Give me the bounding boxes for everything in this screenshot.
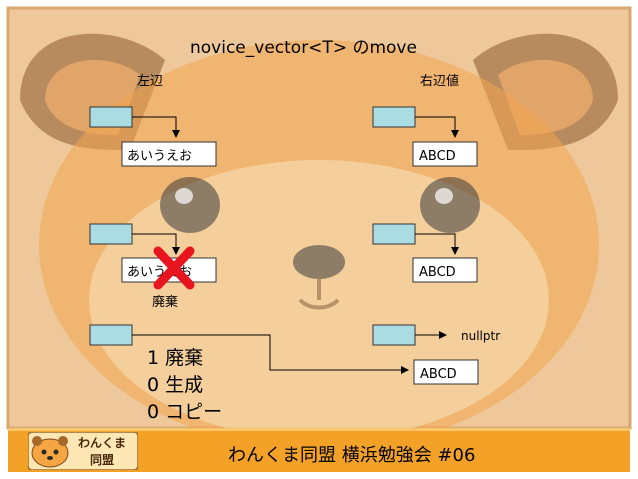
row1-right-arrow bbox=[415, 116, 459, 138]
row3-nullptr-label: nullptr bbox=[461, 329, 500, 343]
row3-right-pointer bbox=[372, 324, 416, 346]
right-label: 右辺値 bbox=[420, 73, 459, 89]
bear-left-eye bbox=[160, 177, 220, 233]
row2-right-pointer bbox=[372, 223, 416, 245]
row3-value: ABCD bbox=[420, 367, 457, 382]
row2-left-pointer bbox=[89, 223, 133, 245]
row2-right-value-box bbox=[412, 257, 478, 283]
row2-right-arrow bbox=[415, 233, 459, 255]
stat-create: 0 生成 bbox=[147, 374, 203, 396]
row2-right-value: ABCD bbox=[419, 265, 456, 280]
row3-left-pointer bbox=[89, 324, 133, 346]
discard-label: 廃棄 bbox=[152, 294, 178, 310]
stat-discard: 1 廃棄 bbox=[147, 347, 203, 369]
row2-left-arrow bbox=[132, 233, 180, 255]
row1-right-pointer bbox=[372, 106, 416, 128]
left-label: 左辺 bbox=[137, 74, 163, 89]
row1-left-value: あいうえお bbox=[127, 149, 192, 164]
row1-right-value-box bbox=[412, 141, 478, 167]
row1-left-arrow bbox=[132, 116, 180, 138]
bear-nose bbox=[293, 245, 345, 279]
logo-text-top: わんくま bbox=[78, 436, 127, 450]
bear-right-eye bbox=[420, 177, 480, 233]
wankuma-logo-icon bbox=[28, 432, 138, 470]
slide-title: novice_vector<T> のmove bbox=[190, 38, 417, 58]
row1-right-value: ABCD bbox=[419, 149, 456, 164]
logo-text-bottom: 同盟 bbox=[90, 453, 115, 467]
row1-left-pointer bbox=[89, 106, 133, 128]
footer-text: わんくま同盟 横浜勉強会 #06 bbox=[228, 445, 476, 466]
row1-left-value-box bbox=[121, 141, 217, 167]
row3-left-arrow bbox=[132, 334, 409, 374]
stat-copy: 0 コピー bbox=[147, 401, 222, 423]
row3-value-box bbox=[413, 359, 479, 385]
discard-cross-icon bbox=[153, 246, 195, 290]
